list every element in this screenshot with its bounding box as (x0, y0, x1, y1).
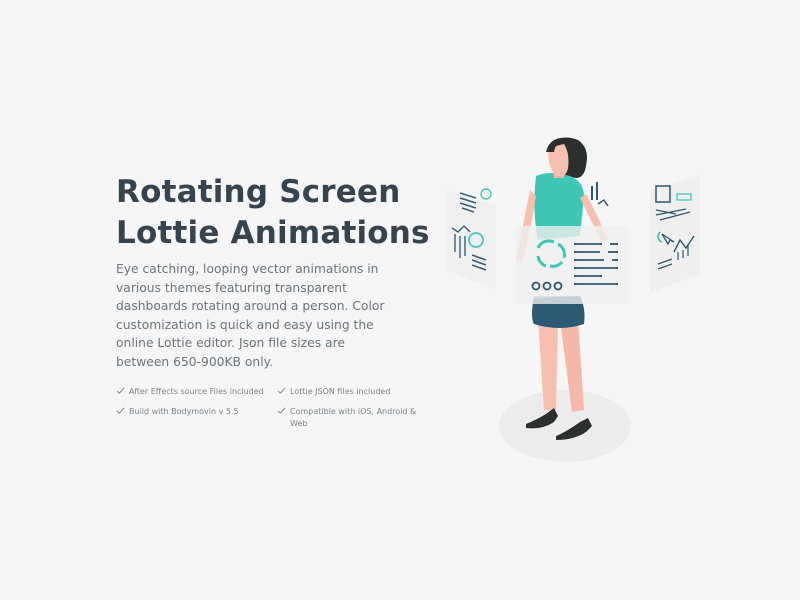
title-line-1: Rotating Screen (116, 174, 401, 210)
check-icon (277, 387, 286, 394)
person-dashboard-illustration (446, 137, 700, 462)
title-line-2: Lottie Animations (116, 215, 430, 251)
feature-list: After Effects source Files included Lott… (116, 386, 436, 430)
feature-label: Lottie JSON files included (290, 387, 391, 396)
front-dashboard-panel (516, 226, 628, 304)
right-dashboard-panel (650, 175, 700, 292)
check-icon (116, 407, 125, 414)
feature-item: Compatible with iOS, Android & Web (277, 406, 427, 430)
feature-label: Build with Bodymovin v 5.5 (129, 407, 239, 416)
feature-item: Build with Bodymovin v 5.5 (116, 406, 277, 430)
check-icon (116, 387, 125, 394)
feature-label: After Effects source Files included (129, 387, 264, 396)
feature-label: Compatible with iOS, Android & Web (290, 407, 417, 428)
description: Eye catching, looping vector animations … (116, 262, 385, 369)
check-icon (277, 407, 286, 414)
feature-item: Lottie JSON files included (277, 386, 427, 398)
feature-item: After Effects source Files included (116, 386, 277, 398)
page-title: Rotating Screen Lottie Animations (116, 172, 430, 254)
left-dashboard-panel (446, 188, 496, 290)
